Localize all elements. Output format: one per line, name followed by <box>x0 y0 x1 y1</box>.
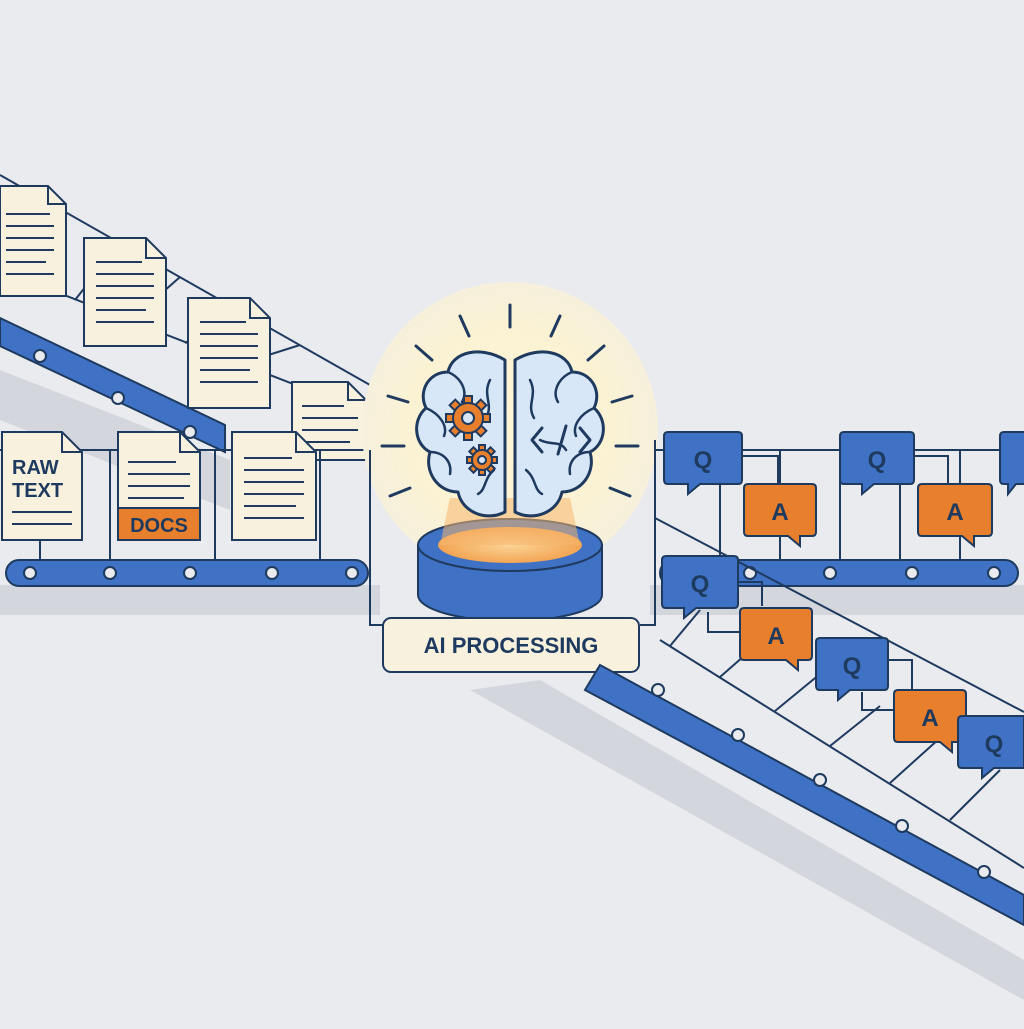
answer-bubble: A <box>743 483 817 549</box>
upper-documents <box>0 185 367 461</box>
question-bubble: Q <box>815 637 889 703</box>
code-icon <box>530 424 592 456</box>
document-icon <box>83 237 167 347</box>
answer-bubble: A <box>893 689 967 755</box>
glow-rays <box>380 303 640 498</box>
answer-label: A <box>946 499 963 526</box>
ai-processing-label: AI PROCESSING <box>382 617 640 673</box>
answer-label: A <box>771 499 788 526</box>
question-label: Q <box>691 571 710 598</box>
question-label: Q <box>985 731 1004 758</box>
answer-label: A <box>921 705 938 732</box>
ai-processor: AI PROCESSING <box>362 282 658 673</box>
docs-label: DOCS <box>130 515 188 537</box>
lower-output-conveyor <box>583 517 1024 927</box>
ai-processing-text: AI PROCESSING <box>424 633 599 658</box>
answer-bubble: A <box>739 607 813 673</box>
document-icon <box>0 185 67 297</box>
question-bubble: Q <box>957 715 1024 781</box>
raw-text-document: RAW TEXT <box>1 431 83 541</box>
question-bubble: Q <box>663 431 743 497</box>
raw-text-label-line1: RAW <box>12 457 59 479</box>
lower-input-conveyor <box>0 449 371 625</box>
gear-icon <box>445 395 491 441</box>
answer-label: A <box>767 623 784 650</box>
question-bubble: Q <box>661 555 739 621</box>
raw-text-label-line2: TEXT <box>12 480 63 502</box>
docs-document: DOCS <box>117 431 201 541</box>
answer-bubble: A <box>917 483 993 549</box>
upper-qa-bubbles: Q A Q A <box>663 431 1024 549</box>
question-label: Q <box>868 447 887 474</box>
question-bubble: Q <box>839 431 915 497</box>
document-icon <box>231 431 317 541</box>
document-icon <box>187 297 271 409</box>
question-label: Q <box>694 447 713 474</box>
question-label: Q <box>843 653 862 680</box>
question-bubble <box>999 431 1024 497</box>
lower-qa-bubbles: Q A Q A Q <box>661 555 1024 781</box>
gear-icon <box>466 444 498 476</box>
